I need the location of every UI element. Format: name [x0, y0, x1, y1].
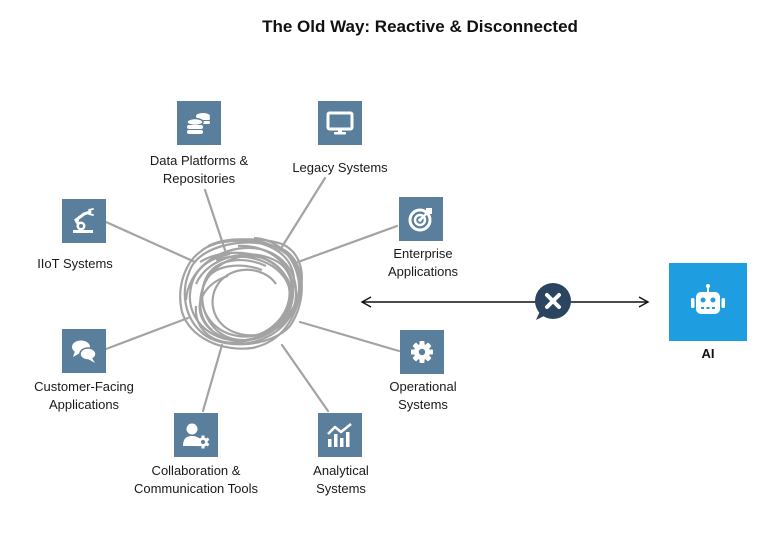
spoke-operational-systems	[298, 320, 401, 353]
ai-label: AI	[701, 346, 715, 361]
spoke-legacy-systems	[278, 176, 327, 252]
label-line: Systems	[398, 397, 448, 412]
label-line: Communication Tools	[133, 481, 259, 496]
label-customer-facing-applications: Customer-Facing Applications	[34, 378, 134, 414]
spoke-analytical-systems	[280, 343, 330, 413]
database-icon	[186, 113, 210, 134]
label-line: Customer-Facing	[34, 379, 134, 394]
node-customer-facing-applications	[62, 329, 106, 373]
label-enterprise-applications: Enterprise Applications	[388, 245, 458, 281]
node-data-platforms	[177, 101, 221, 145]
label-line: Systems	[316, 481, 366, 496]
label-line: Analytical	[313, 463, 369, 478]
label-line: Legacy Systems	[292, 160, 388, 175]
monitor-icon	[326, 111, 354, 135]
label-line: Data Platforms &	[149, 153, 249, 168]
label-iiot-systems: IIoT Systems	[37, 255, 113, 273]
robot-icon	[691, 284, 725, 314]
label-analytical-systems: Analytical Systems	[313, 462, 369, 498]
tangle-scribble	[179, 236, 303, 350]
label-data-platforms: Data Platforms & Repositories	[150, 152, 248, 188]
chat-bubbles-icon	[72, 340, 97, 363]
label-line: Operational	[389, 379, 457, 394]
node-legacy-systems	[318, 101, 362, 145]
node-operational-systems	[400, 330, 444, 374]
label-line: Applications	[48, 397, 120, 412]
blocked-x-icon	[535, 283, 571, 320]
node-iiot-systems	[62, 199, 106, 243]
spoke-data-platforms	[203, 188, 227, 252]
node-enterprise-applications	[399, 197, 443, 241]
spoke-iiot-systems	[104, 220, 197, 264]
label-line: Applications	[387, 264, 459, 279]
chart-icon	[327, 423, 352, 447]
label-line: IIoT Systems	[37, 256, 113, 271]
user-gear-icon	[183, 423, 210, 449]
node-analytical-systems	[318, 413, 362, 457]
spoke-collaboration-tools	[201, 343, 224, 413]
label-operational-systems: Operational Systems	[389, 378, 456, 414]
label-line: Enterprise	[393, 246, 453, 261]
node-collaboration-tools	[174, 413, 218, 457]
label-line: Repositories	[162, 171, 236, 186]
spoke-enterprise-applications	[296, 224, 399, 264]
node-ai	[669, 263, 747, 341]
label-line: Collaboration &	[151, 463, 241, 478]
label-legacy-systems: Legacy Systems	[292, 159, 387, 177]
gear-icon	[411, 341, 433, 363]
blocked-connection-arrow	[360, 296, 650, 308]
diagram-title: The Old Way: Reactive & Disconnected	[262, 17, 578, 36]
spoke-customer-facing-applications	[104, 316, 190, 351]
label-collaboration-tools: Collaboration & Communication Tools	[134, 462, 258, 498]
target-icon	[408, 208, 432, 232]
robotic-arm-icon	[73, 208, 94, 233]
